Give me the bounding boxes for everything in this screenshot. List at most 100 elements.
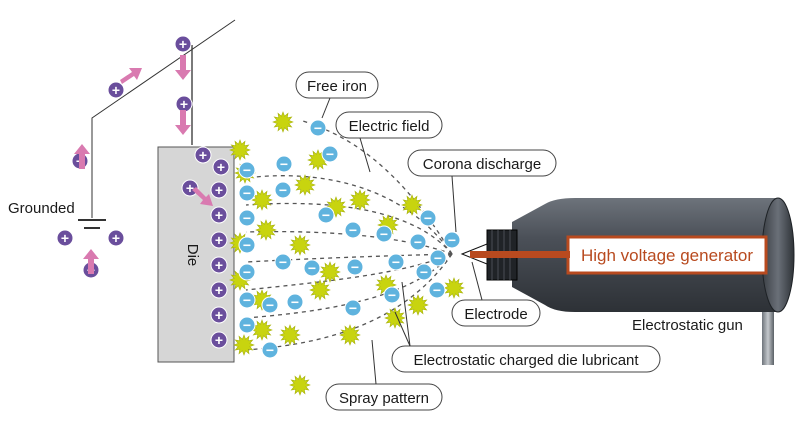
svg-text:−: − <box>388 287 396 303</box>
lubricant-particle <box>289 234 311 256</box>
negative-charge: − <box>309 119 327 137</box>
negative-charge: − <box>274 253 292 271</box>
electrode-label: Electrode <box>464 306 527 323</box>
svg-text:−: − <box>243 210 251 226</box>
svg-text:−: − <box>243 162 251 178</box>
svg-text:−: − <box>243 292 251 308</box>
svg-text:−: − <box>349 222 357 238</box>
svg-text:−: − <box>420 264 428 280</box>
svg-text:−: − <box>351 259 359 275</box>
lubricant-particle <box>407 294 429 316</box>
svg-text:−: − <box>322 207 330 223</box>
negative-charge: − <box>275 155 293 173</box>
die-label: Die <box>184 244 201 267</box>
lubricant-particle <box>339 324 361 346</box>
positive-charges: +++++++++++++++++ <box>56 35 230 349</box>
lubricant-particle <box>289 374 311 396</box>
lubricant-particle <box>233 334 255 356</box>
negative-charge: − <box>428 281 446 299</box>
svg-text:+: + <box>215 282 223 298</box>
lubricant-particle <box>384 307 406 329</box>
lubricant-particle <box>279 324 301 346</box>
arrow-diagonal-icon <box>192 187 213 206</box>
lubricant-particle <box>319 261 341 283</box>
charge-flow-arrows <box>74 55 213 274</box>
lubricant-particle <box>229 139 251 161</box>
svg-text:−: − <box>349 300 357 316</box>
svg-text:+: + <box>179 36 187 52</box>
positive-charge: + <box>56 229 74 247</box>
svg-text:−: − <box>243 237 251 253</box>
lubricant-label: Electrostatic charged die lubricant <box>413 352 639 369</box>
positive-charge: + <box>210 256 228 274</box>
arrow-diagonal-icon <box>120 68 142 84</box>
arrow-up-icon <box>74 144 90 169</box>
corona-discharge-label: Corona discharge <box>423 156 541 173</box>
positive-charge: + <box>212 158 230 176</box>
positive-charge: + <box>210 331 228 349</box>
electrostatic-gun-label: Electrostatic gun <box>632 317 743 334</box>
svg-text:−: − <box>433 282 441 298</box>
negative-charge: − <box>429 249 447 267</box>
spray-pattern-label: Spray pattern <box>339 390 429 407</box>
negative-charge: − <box>344 299 362 317</box>
svg-text:+: + <box>215 182 223 198</box>
negative-charge: − <box>238 263 256 281</box>
positive-charge: + <box>210 181 228 199</box>
lubricant-particle <box>349 189 371 211</box>
positive-charge: + <box>210 281 228 299</box>
svg-text:−: − <box>279 254 287 270</box>
svg-text:+: + <box>180 96 188 112</box>
high-voltage-generator-label: High voltage generator <box>581 246 753 265</box>
svg-text:+: + <box>186 180 194 196</box>
lubricant-particle <box>309 279 331 301</box>
lubricant-particle <box>255 219 277 241</box>
svg-text:+: + <box>215 232 223 248</box>
positive-charge: + <box>210 231 228 249</box>
negative-charge: − <box>383 286 401 304</box>
arrow-down-icon <box>175 55 191 80</box>
arrow-up-icon <box>83 249 99 274</box>
negative-charge: − <box>303 259 321 277</box>
positive-charge: + <box>107 81 125 99</box>
svg-text:+: + <box>215 332 223 348</box>
callouts: Free iron Electric field Corona discharg… <box>8 71 743 411</box>
svg-text:+: + <box>112 82 120 98</box>
svg-text:+: + <box>61 230 69 246</box>
lubricant-particle <box>294 174 316 196</box>
positive-charge: + <box>181 179 199 197</box>
lubricant-particle <box>443 277 465 299</box>
svg-text:−: − <box>266 342 274 358</box>
lubricant-particle <box>251 189 273 211</box>
svg-text:−: − <box>424 210 432 226</box>
lubricant-particle <box>401 194 423 216</box>
svg-text:−: − <box>243 185 251 201</box>
negative-charge: − <box>238 161 256 179</box>
negative-charge: − <box>409 233 427 251</box>
positive-charge: + <box>210 206 228 224</box>
ground-circuit <box>78 19 236 229</box>
svg-text:−: − <box>314 120 322 136</box>
lubricant-particle <box>377 214 399 236</box>
negative-charge: − <box>321 145 339 163</box>
negative-charge: − <box>238 236 256 254</box>
free-iron-label: Free iron <box>307 78 367 95</box>
svg-text:+: + <box>199 147 207 163</box>
electrostatic-gun <box>460 197 795 365</box>
arrow-down-icon <box>175 110 191 135</box>
svg-text:−: − <box>414 234 422 250</box>
svg-text:−: − <box>280 156 288 172</box>
svg-text:−: − <box>392 254 400 270</box>
negative-charge: − <box>443 231 461 249</box>
negative-charge: − <box>261 341 279 359</box>
positive-charge: + <box>175 95 193 113</box>
negative-charge: − <box>419 209 437 227</box>
svg-text:+: + <box>217 159 225 175</box>
svg-text:−: − <box>279 182 287 198</box>
svg-text:+: + <box>215 307 223 323</box>
svg-text:−: − <box>434 250 442 266</box>
positive-charge: + <box>210 306 228 324</box>
grounded-label: Grounded <box>8 200 75 217</box>
negative-charge: − <box>274 181 292 199</box>
